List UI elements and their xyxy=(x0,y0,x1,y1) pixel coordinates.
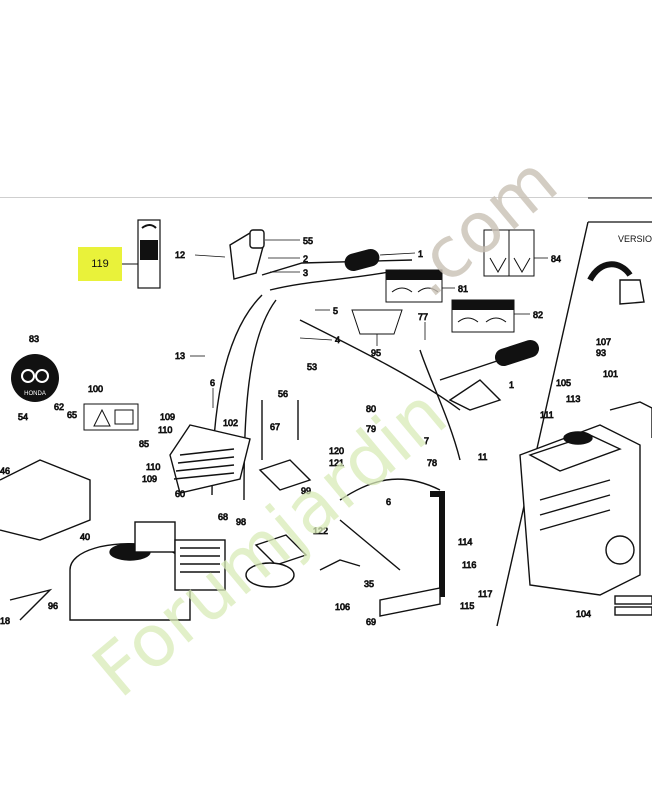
callout-56: 56 xyxy=(278,389,288,399)
separator-line xyxy=(0,197,652,198)
callout-55: 55 xyxy=(303,236,313,246)
callout-46: 46 xyxy=(0,466,10,476)
warning-decal-100 xyxy=(83,403,139,431)
callout-85: 85 xyxy=(139,439,149,449)
callout-3: 3 xyxy=(303,268,308,278)
callout-11: 11 xyxy=(478,452,487,462)
callout-2: 2 xyxy=(303,254,308,264)
callout-1-right: 1 xyxy=(509,380,514,390)
callout-69: 69 xyxy=(366,617,376,627)
callout-105: 105 xyxy=(556,378,571,388)
callout-96: 96 xyxy=(48,601,58,611)
callout-114: 114 xyxy=(458,537,472,547)
callout-109: 109 xyxy=(160,412,175,422)
callout-78: 78 xyxy=(427,458,437,468)
honda-badge-83: HONDA xyxy=(11,354,59,402)
callout-99: 99 xyxy=(301,486,311,496)
callout-35: 35 xyxy=(364,579,374,589)
decal-95 xyxy=(351,309,403,335)
callout-12: 12 xyxy=(175,250,185,260)
callout-121: 121 xyxy=(329,458,344,468)
callout-54: 54 xyxy=(18,412,28,422)
callout-79: 79 xyxy=(366,424,376,434)
callout-67: 67 xyxy=(270,422,280,432)
callout-116: 116 xyxy=(462,560,476,570)
callout-84: 84 xyxy=(551,254,561,264)
callout-60: 60 xyxy=(175,489,185,499)
callout-98: 98 xyxy=(236,517,246,527)
callout-115: 115 xyxy=(460,601,474,611)
callout-93: 93 xyxy=(596,348,606,358)
callout-40: 40 xyxy=(80,532,90,542)
callout-82: 82 xyxy=(533,310,543,320)
highlighted-part-number: 119 xyxy=(91,258,109,270)
frame-left xyxy=(0,459,91,621)
callout-107: 107 xyxy=(596,337,611,347)
callout-80: 80 xyxy=(366,404,376,414)
callout-122: 122 xyxy=(313,526,328,536)
callout-77: 77 xyxy=(418,312,428,322)
engine-left xyxy=(69,521,226,621)
callout-113: 113 xyxy=(566,394,580,404)
handlebar-assembly xyxy=(211,229,540,501)
callout-18: 18 xyxy=(0,616,10,626)
decal-84 xyxy=(483,229,535,277)
highlighted-part-label: 119 xyxy=(78,247,122,281)
callout-110: 110 xyxy=(158,425,172,435)
callout-95: 95 xyxy=(371,348,381,358)
control-linkage xyxy=(245,379,502,617)
callout-109b: 109 xyxy=(142,474,157,484)
callout-13: 13 xyxy=(175,351,185,361)
callout-81: 81 xyxy=(458,284,468,294)
callout-111: 111 xyxy=(540,410,554,420)
callout-5: 5 xyxy=(333,306,338,316)
engine-right xyxy=(519,261,652,616)
callout-1-top: 1 xyxy=(418,249,423,259)
callout-120: 120 xyxy=(329,446,344,456)
version-label: VERSIO xyxy=(618,234,652,244)
callout-106: 106 xyxy=(335,602,350,612)
callout-102: 102 xyxy=(223,418,238,428)
version-panel: VERSIO xyxy=(496,197,652,627)
callout-4: 4 xyxy=(335,335,340,345)
callout-6b: 6 xyxy=(386,497,391,507)
callout-68: 68 xyxy=(218,512,228,522)
callout-104: 104 xyxy=(576,609,591,619)
callout-117: 117 xyxy=(478,589,492,599)
callout-65: 65 xyxy=(67,410,77,420)
callout-101: 101 xyxy=(603,369,618,379)
callout-7: 7 xyxy=(424,436,429,446)
callout-83: 83 xyxy=(29,334,39,344)
decal-119 xyxy=(122,219,161,289)
decal-82 xyxy=(451,299,515,333)
decal-81 xyxy=(385,269,443,303)
callout-110b: 110 xyxy=(146,462,160,472)
callout-62: 62 xyxy=(54,402,64,412)
callout-6: 6 xyxy=(210,378,215,388)
callout-100: 100 xyxy=(88,384,103,394)
callouts: 12 55 2 3 1 84 81 82 5 77 95 4 13 6 100 … xyxy=(0,236,618,628)
air-filter-102 xyxy=(169,424,251,494)
honda-label: HONDA xyxy=(24,391,46,397)
callout-53: 53 xyxy=(307,362,317,372)
